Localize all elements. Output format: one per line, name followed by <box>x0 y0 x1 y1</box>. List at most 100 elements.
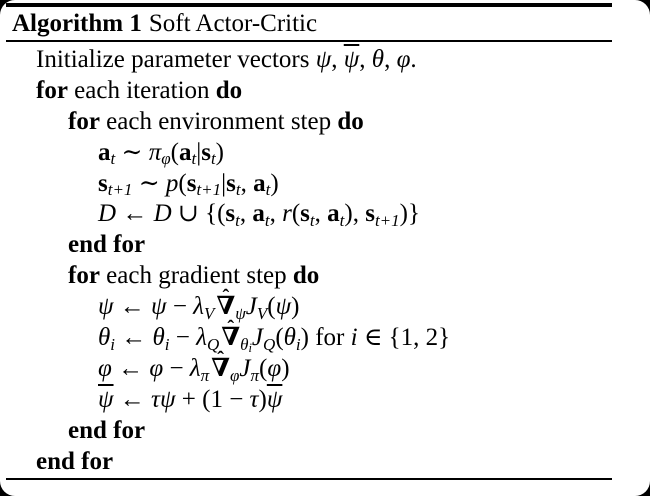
math-segment: θ <box>240 334 249 354</box>
math-segment: φ <box>149 354 164 382</box>
math-segment: ← <box>111 354 150 382</box>
math-segment: do <box>292 262 320 290</box>
algo-line: Initialize parameter vectors ψ, ψ, θ, φ. <box>6 45 612 76</box>
math-segment: i <box>164 334 170 354</box>
math-segment: φ <box>161 149 171 169</box>
math-segment: do <box>215 76 243 104</box>
math-segment: i <box>350 324 358 352</box>
math-segment: ∇ <box>211 354 230 385</box>
math-segment: t+1 <box>374 211 400 231</box>
math-segment: for <box>68 107 100 135</box>
math-segment: t <box>110 149 116 169</box>
math-segment: ψ <box>343 46 360 73</box>
math-segment: ) for <box>300 324 351 352</box>
math-segment: − <box>166 293 194 321</box>
math-segment: ψ <box>235 303 246 323</box>
math-segment: π <box>250 365 260 385</box>
math-segment: J <box>239 354 251 382</box>
math-segment: ) <box>291 293 300 321</box>
header-rule <box>6 40 612 42</box>
algo-line: θi ← θi − λQ∇θiJQ(θi) for i ∈ {1, 2} <box>6 323 612 355</box>
math-segment: ← <box>113 385 152 413</box>
math-segment: φ <box>396 46 411 73</box>
math-segment: ← <box>116 200 154 228</box>
math-segment: t <box>264 211 270 231</box>
algo-line: end for <box>6 230 612 261</box>
math-segment: ∪ {( <box>171 200 226 228</box>
algorithm-body: Initialize parameter vectors ψ, ψ, θ, φ.… <box>6 45 612 477</box>
math-segment: do <box>337 107 364 135</box>
math-segment: φ <box>229 365 240 385</box>
math-segment: ) <box>258 385 267 413</box>
algorithm-title: Soft Actor-Critic <box>148 10 318 37</box>
math-segment: θ <box>152 324 165 352</box>
algo-line: end for <box>6 447 612 478</box>
math-segment: λ <box>196 324 207 352</box>
algo-line: end for <box>6 416 612 447</box>
math-segment: | <box>221 169 227 197</box>
math-segment: π <box>200 365 210 385</box>
math-segment: ψ <box>315 46 332 73</box>
math-segment: ), <box>344 200 366 228</box>
math-segment: ) <box>215 138 224 166</box>
math-segment: ( <box>291 200 301 228</box>
math-segment: Q <box>263 334 276 354</box>
math-segment: ψ <box>98 293 114 321</box>
math-segment: ( <box>267 293 276 321</box>
math-segment: each environment step <box>99 107 338 135</box>
math-segment: , <box>331 46 344 73</box>
math-segment: V <box>256 303 268 323</box>
math-segment: , <box>240 169 254 197</box>
algo-line: for each gradient step do <box>6 261 612 292</box>
math-segment: end for <box>36 447 114 475</box>
math-segment: ← <box>113 293 152 321</box>
math-segment: ) <box>281 354 290 382</box>
math-segment: D <box>98 200 117 228</box>
math-segment: i <box>295 334 301 354</box>
math-segment: − <box>169 324 197 352</box>
algorithm-label: Algorithm 1 <box>12 10 142 37</box>
math-segment: t <box>191 149 197 169</box>
math-segment: s <box>226 169 236 197</box>
math-segment: a <box>98 138 111 166</box>
math-segment: s <box>300 200 310 228</box>
math-segment: t <box>210 149 216 169</box>
math-segment: , <box>314 200 328 228</box>
bottom-rule <box>6 478 612 480</box>
math-segment: | <box>196 138 202 166</box>
math-segment: s <box>98 169 108 197</box>
math-segment: end for <box>68 231 146 259</box>
math-segment: ψ <box>275 293 292 321</box>
algo-line: for each iteration do <box>6 76 612 107</box>
math-segment: r <box>282 200 292 228</box>
math-segment: λ <box>193 293 204 321</box>
math-segment: i <box>248 340 252 355</box>
math-segment: τ <box>249 385 259 413</box>
algo-line: ψ ← τψ + (1 − τ)ψ <box>6 385 612 416</box>
math-segment: φ <box>98 354 112 382</box>
math-segment: ( <box>259 354 268 382</box>
math-segment: θ <box>98 324 111 352</box>
math-segment: )} <box>399 200 420 228</box>
math-segment: λ <box>189 354 201 382</box>
algo-line: at ∼ πφ(at|st) <box>6 138 612 169</box>
math-segment: V <box>204 303 215 323</box>
math-segment: t <box>339 211 345 231</box>
top-rule <box>6 3 612 7</box>
math-segment: t+1 <box>107 180 133 200</box>
math-segment: , <box>359 46 372 73</box>
math-segment: ) <box>270 169 279 197</box>
math-segment: a <box>252 200 265 228</box>
math-segment: s <box>201 138 211 166</box>
math-segment: each iteration <box>67 76 216 104</box>
algo-line: st+1 ∼ p(st+1|st, at) <box>6 169 612 200</box>
math-segment: − <box>163 354 190 382</box>
algo-line: ψ ← ψ − λV∇ψJV(ψ) <box>6 292 612 323</box>
math-segment: ψ <box>266 385 283 413</box>
math-segment: ( <box>178 169 187 197</box>
math-segment: for <box>36 76 68 104</box>
math-segment: for <box>68 262 100 290</box>
math-segment: a <box>327 200 340 228</box>
